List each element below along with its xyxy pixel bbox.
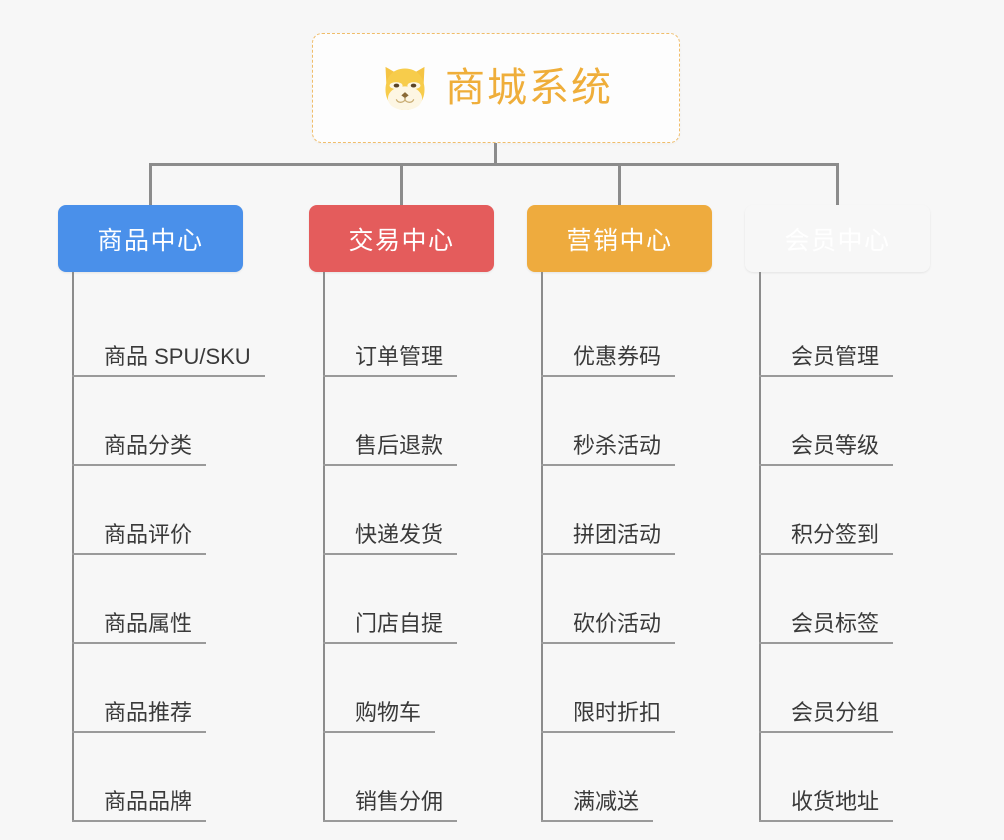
leaf-item-underline: [323, 642, 458, 644]
leaf-item[interactable]: 限时折扣: [541, 644, 676, 733]
leaf-spine: [72, 288, 74, 822]
leaf-item[interactable]: 快递发货: [323, 466, 458, 555]
leaf-item[interactable]: 门店自提: [323, 555, 458, 644]
leaf-item-label: 快递发货: [355, 521, 444, 547]
leaf-spine-connector-4: [759, 272, 761, 288]
leaf-spine-connector-2: [323, 272, 325, 288]
leaf-item-underline: [759, 553, 894, 555]
root-connector-stub: [494, 143, 497, 164]
leaf-item[interactable]: 商品属性: [72, 555, 207, 644]
leaf-item-label: 限时折扣: [573, 699, 662, 725]
leaf-item-underline: [541, 820, 654, 822]
branch-node-4[interactable]: 会员中心: [745, 205, 930, 272]
leaf-item[interactable]: 购物车: [323, 644, 436, 733]
leaf-item-underline: [323, 553, 458, 555]
leaf-spine: [323, 288, 325, 822]
leaf-item-label: 砍价活动: [573, 610, 662, 636]
leaf-item-label: 商品 SPU/SKU: [104, 343, 251, 369]
branch-label: 交易中心: [348, 226, 455, 255]
leaf-item-underline: [541, 731, 676, 733]
root-node[interactable]: 商城系统: [312, 33, 680, 143]
leaf-item[interactable]: 商品品牌: [72, 733, 207, 822]
leaf-item-label: 销售分佣: [355, 788, 444, 814]
leaf-item-underline: [72, 820, 207, 822]
leaf-item[interactable]: 会员分组: [759, 644, 894, 733]
leaf-item-label: 订单管理: [355, 343, 444, 369]
leaf-item[interactable]: 售后退款: [323, 377, 458, 466]
leaf-item-underline: [323, 820, 458, 822]
leaf-item[interactable]: 秒杀活动: [541, 377, 676, 466]
leaf-item-underline: [759, 464, 894, 466]
branch-label: 营销中心: [566, 226, 673, 255]
leaf-item[interactable]: 会员管理: [759, 288, 894, 377]
leaf-item-underline: [759, 375, 894, 377]
leaf-spine-connector-1: [72, 272, 74, 288]
leaf-item-underline: [72, 375, 265, 377]
leaf-item[interactable]: 商品分类: [72, 377, 207, 466]
branch-connector-3: [618, 163, 621, 205]
leaf-item[interactable]: 满减送: [541, 733, 654, 822]
leaf-item-label: 商品品牌: [104, 788, 193, 814]
leaf-item[interactable]: 优惠券码: [541, 288, 676, 377]
leaf-item-label: 会员标签: [791, 610, 880, 636]
leaf-item-label: 商品评价: [104, 521, 193, 547]
leaf-item-underline: [72, 553, 207, 555]
leaf-item-label: 优惠券码: [573, 343, 662, 369]
leaf-spine-connector-3: [541, 272, 543, 288]
leaf-item-underline: [323, 731, 436, 733]
leaf-item-underline: [323, 464, 458, 466]
leaf-item-underline: [72, 731, 207, 733]
leaf-item[interactable]: 商品评价: [72, 466, 207, 555]
leaf-item-underline: [541, 464, 676, 466]
leaf-item-underline: [759, 731, 894, 733]
leaf-item-underline: [541, 375, 676, 377]
leaf-item-label: 售后退款: [355, 432, 444, 458]
leaf-item-label: 会员管理: [791, 343, 880, 369]
leaf-item[interactable]: 收货地址: [759, 733, 894, 822]
leaf-item[interactable]: 商品 SPU/SKU: [72, 288, 265, 377]
leaf-item-label: 会员分组: [791, 699, 880, 725]
leaf-item-underline: [759, 820, 894, 822]
leaf-item-label: 会员等级: [791, 432, 880, 458]
leaf-spine: [541, 288, 543, 822]
leaf-item-underline: [72, 642, 207, 644]
branch-connector-2: [400, 163, 403, 205]
branch-connector-1: [149, 163, 152, 205]
branch-label: 会员中心: [784, 226, 891, 255]
branch-connector-bus: [150, 163, 839, 166]
leaf-item[interactable]: 会员等级: [759, 377, 894, 466]
leaf-item[interactable]: 砍价活动: [541, 555, 676, 644]
branch-label: 商品中心: [97, 226, 204, 255]
root-title: 商城系统: [445, 66, 613, 110]
leaf-item[interactable]: 商品推荐: [72, 644, 207, 733]
leaf-item-underline: [541, 553, 676, 555]
leaf-item-label: 拼团活动: [573, 521, 662, 547]
leaf-item-label: 商品分类: [104, 432, 193, 458]
leaf-item-underline: [323, 375, 458, 377]
branch-node-1[interactable]: 商品中心: [58, 205, 243, 272]
branch-connector-4: [836, 163, 839, 205]
leaf-item-label: 商品推荐: [104, 699, 193, 725]
leaf-item-label: 秒杀活动: [573, 432, 662, 458]
leaf-item-label: 收货地址: [791, 788, 880, 814]
leaf-item-label: 门店自提: [355, 610, 444, 636]
leaf-item[interactable]: 会员标签: [759, 555, 894, 644]
leaf-item[interactable]: 积分签到: [759, 466, 894, 555]
branch-node-3[interactable]: 营销中心: [527, 205, 712, 272]
leaf-item-label: 商品属性: [104, 610, 193, 636]
branch-node-2[interactable]: 交易中心: [309, 205, 494, 272]
leaf-item-label: 满减送: [573, 788, 640, 814]
leaf-item[interactable]: 拼团活动: [541, 466, 676, 555]
leaf-item[interactable]: 销售分佣: [323, 733, 458, 822]
leaf-item-label: 购物车: [355, 699, 422, 725]
leaf-spine: [759, 288, 761, 822]
leaf-item[interactable]: 订单管理: [323, 288, 458, 377]
leaf-item-underline: [759, 642, 894, 644]
leaf-item-underline: [72, 464, 207, 466]
shiba-dog-face-icon: [385, 66, 425, 110]
leaf-item-label: 积分签到: [791, 521, 880, 547]
leaf-item-underline: [541, 642, 676, 644]
